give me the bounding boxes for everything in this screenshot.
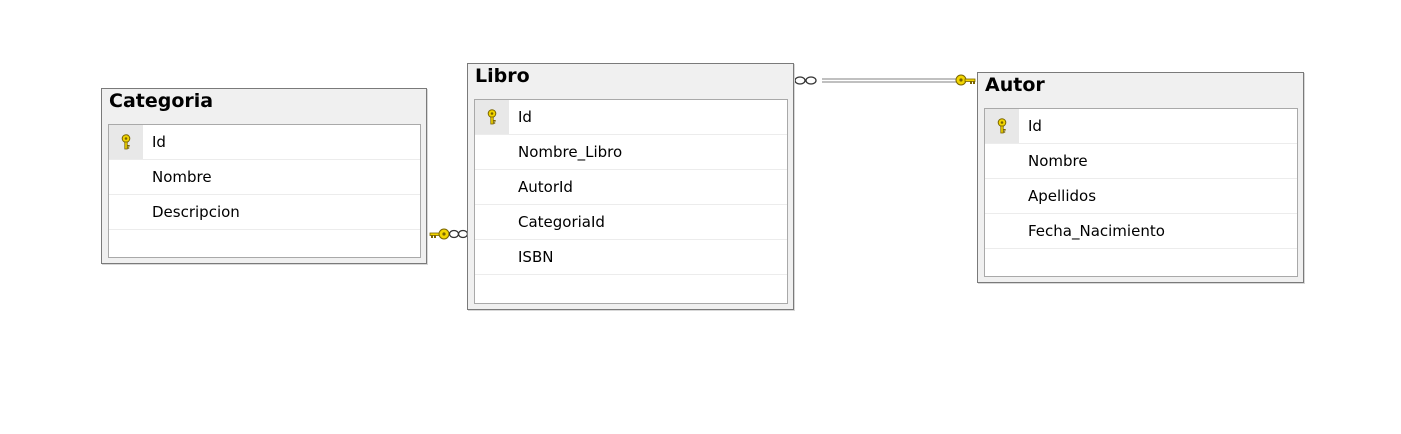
column-row[interactable]: Id <box>475 100 787 135</box>
table-title: Libro <box>475 65 530 86</box>
table-categoria[interactable]: Categoria Id Nombre Descripcion <box>101 88 427 264</box>
column-name: AutorId <box>518 178 573 196</box>
column-row[interactable]: ISBN <box>475 240 787 275</box>
column-name: Id <box>152 133 166 151</box>
primary-key-icon <box>475 100 509 134</box>
column-row[interactable]: Nombre <box>109 160 420 195</box>
one-end-key-icon <box>429 228 450 240</box>
column-grid: Id Nombre Apellidos Fecha_Nacimiento <box>984 108 1298 277</box>
column-name: Id <box>1028 117 1042 135</box>
column-row[interactable]: Fecha_Nacimiento <box>985 214 1297 249</box>
many-end-infinity-icon <box>794 76 817 85</box>
column-row[interactable]: CategoriaId <box>475 205 787 240</box>
relationship-libro-categoria[interactable] <box>429 228 469 240</box>
table-title: Autor <box>985 74 1045 95</box>
primary-key-icon <box>109 125 143 159</box>
primary-key-icon <box>985 109 1019 143</box>
column-name: Nombre <box>1028 152 1088 170</box>
column-name: Descripcion <box>152 203 240 221</box>
column-name: Apellidos <box>1028 187 1097 205</box>
column-name: Nombre <box>152 168 212 186</box>
column-row[interactable]: Id <box>109 125 420 160</box>
column-row[interactable]: Apellidos <box>985 179 1297 214</box>
column-name: CategoriaId <box>518 213 605 231</box>
column-row[interactable]: Id <box>985 109 1297 144</box>
column-name: Nombre_Libro <box>518 143 623 161</box>
table-title: Categoria <box>109 90 214 111</box>
column-grid: Id Nombre_Libro AutorId CategoriaId ISBN <box>474 99 788 304</box>
relationship-libro-autor[interactable] <box>794 74 976 86</box>
column-row[interactable]: AutorId <box>475 170 787 205</box>
column-grid: Id Nombre Descripcion <box>108 124 421 258</box>
column-name: Fecha_Nacimiento <box>1028 222 1165 240</box>
column-name: ISBN <box>518 248 554 266</box>
one-end-key-icon <box>955 74 976 86</box>
many-end-infinity-icon <box>448 229 469 239</box>
column-name: Id <box>518 108 532 126</box>
column-row[interactable]: Descripcion <box>109 195 420 230</box>
column-row[interactable]: Nombre <box>985 144 1297 179</box>
column-row[interactable]: Nombre_Libro <box>475 135 787 170</box>
table-libro[interactable]: Libro Id Nombre_Libro AutorId CategoriaI… <box>467 63 794 310</box>
table-autor[interactable]: Autor Id Nombre Apellidos Fecha_Nacimien… <box>977 72 1304 283</box>
